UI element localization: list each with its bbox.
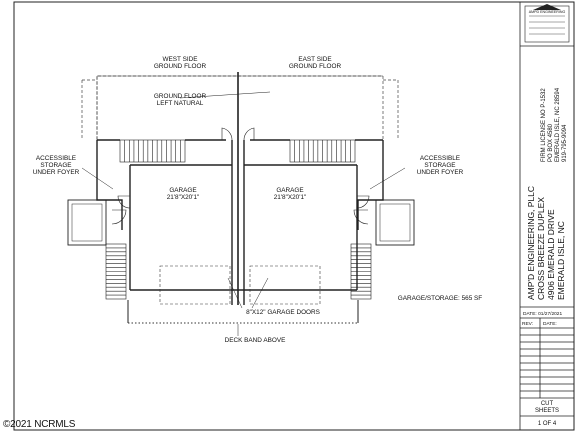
door-swings [111,127,370,225]
ground-floor-outline [81,75,399,140]
project-city: EMERALD ISLE, NC [556,221,566,300]
foyer-left [67,199,107,246]
mail-city: EMERALD ISLE, NC 28594 [555,87,561,162]
leader-lines [81,91,406,336]
deck-band-posts [127,300,359,323]
company-name: AMP'D ENGINEERING, PLLC [526,186,536,300]
firm-license: FIRM LICENSE NO P-1532 [541,88,547,162]
stair-top-left [119,139,186,163]
sheet-date: DATE: 01/27/2021 [523,311,562,317]
phone: 919-795-9094 [562,124,568,162]
stair-bottom-left [105,243,127,300]
svg-text:AMPD ENGINEERING: AMPD ENGINEERING [529,10,566,14]
engineering-seal-logo: AMPD ENGINEERING [524,4,570,43]
garage-doors [159,265,321,305]
stair-top-right [289,139,356,163]
garage-doors-label: 8"X12" GARAGE DOORS [246,309,320,316]
sheet-number: 1 OF 4 [538,421,557,427]
stair-bottom-right [350,243,372,300]
date-label: DATE: [543,321,557,327]
po-box: PO BOX 4580 [548,123,554,162]
project-street: 4906 EMERALD DRIVE [546,209,556,300]
title-block [519,1,575,431]
foyer-right [375,199,415,246]
rev-label: REV: [522,321,533,327]
deck-band-label: DECK BAND ABOVE [225,337,286,344]
project-name: CROSS BREEZE DUPLEX [536,197,546,300]
mls-watermark: ©2021 NCRMLS [3,419,76,430]
area-note: GARAGE/STORAGE: 565 SF [398,295,483,302]
building-walls [96,139,384,305]
